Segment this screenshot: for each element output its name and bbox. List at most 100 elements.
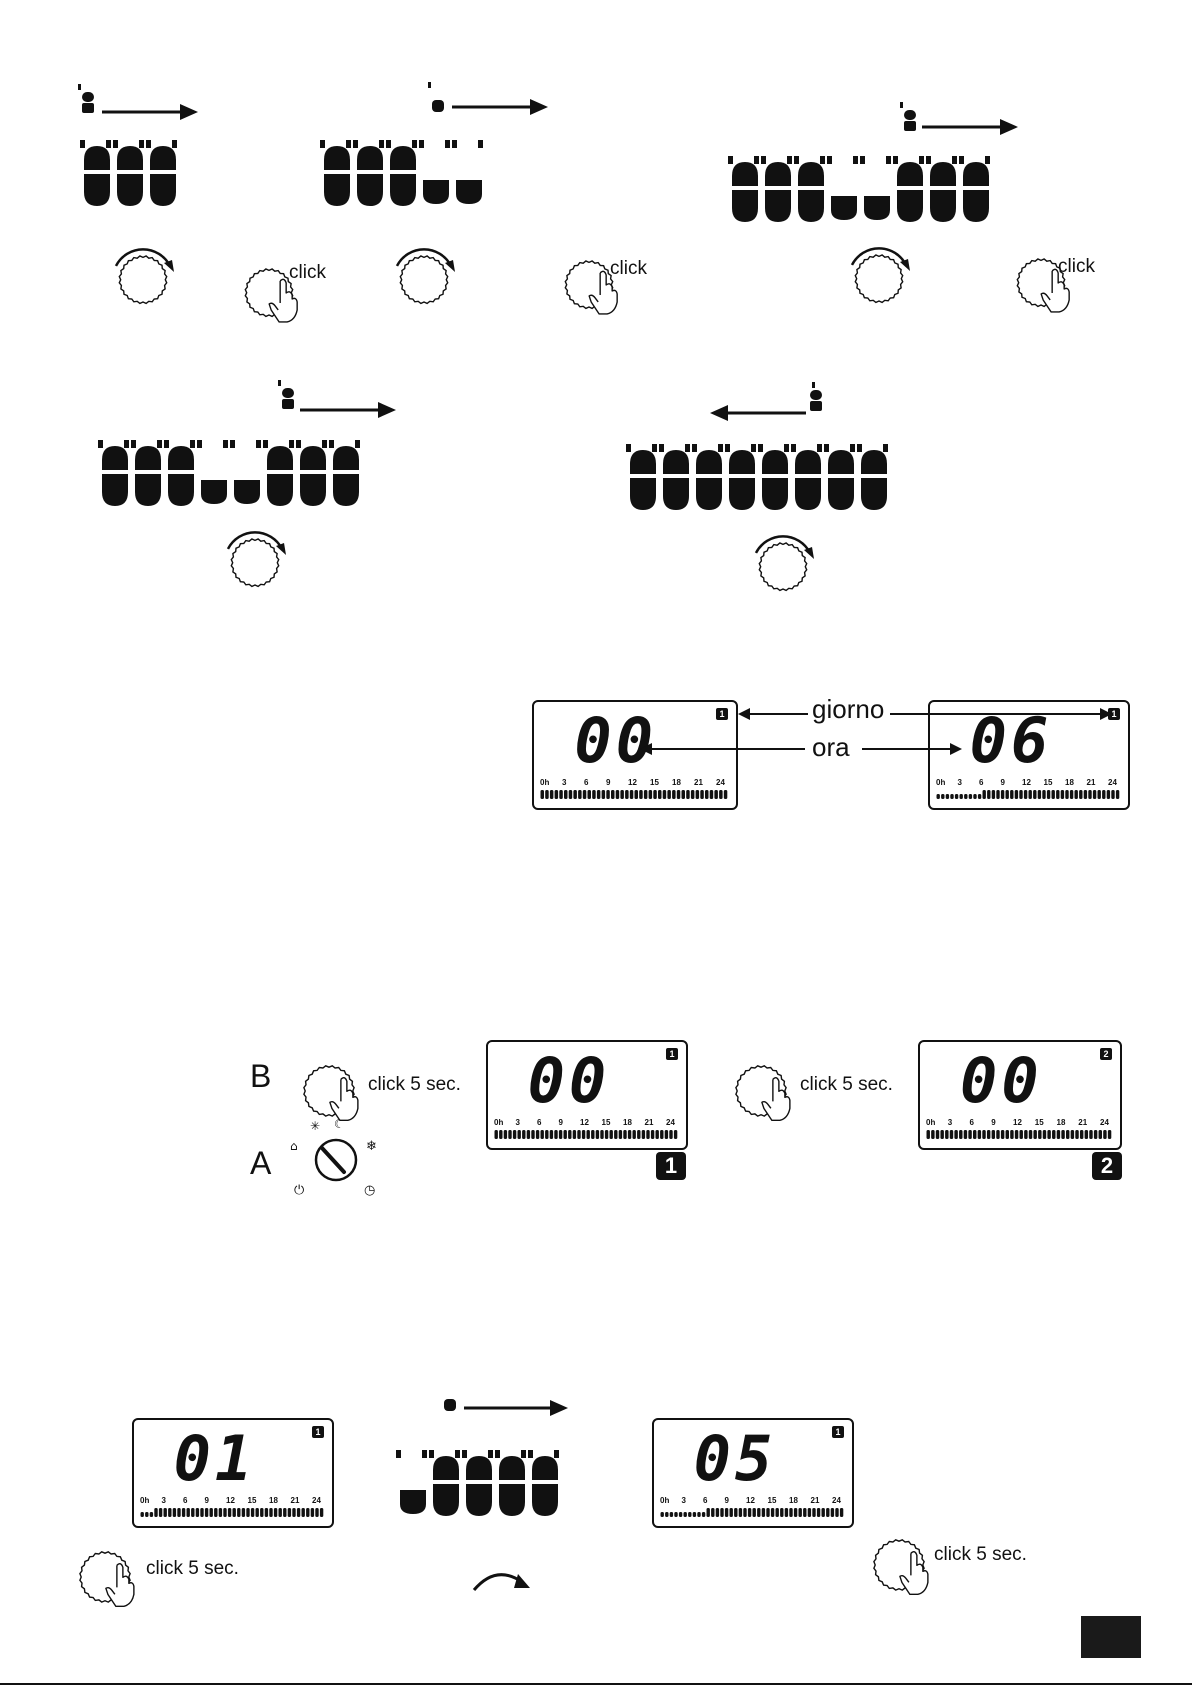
hour-tick-label: 6 <box>970 1118 974 1127</box>
hour-bar-segment <box>686 790 690 799</box>
rotate-knob-icon[interactable] <box>752 532 814 594</box>
hour-bar-segment <box>1080 1130 1083 1139</box>
hand-press-knob-icon[interactable] <box>72 1540 138 1606</box>
hour-bar-segment <box>973 794 976 799</box>
hour-bar-segment <box>306 1508 309 1517</box>
click-label: click <box>289 262 326 284</box>
hour-bar-segment <box>978 1130 981 1139</box>
day-indicator: 2 <box>1100 1048 1112 1060</box>
segment-row-2 <box>322 140 522 212</box>
rotate-knob-icon[interactable] <box>393 245 455 307</box>
hour-bar-segment <box>940 1130 943 1139</box>
segment-column <box>926 156 957 222</box>
segment-column <box>329 440 360 506</box>
hour-tick-label: 0h <box>660 1496 669 1505</box>
hour-bar-segment <box>233 1508 236 1517</box>
hour-bar-segment <box>265 1508 268 1517</box>
segment-column <box>429 1450 460 1516</box>
svg-text:◷: ◷ <box>364 1183 375 1198</box>
hour-ticks: 0h3691215182124 <box>660 1496 846 1506</box>
segment-column <box>659 444 690 510</box>
hour-bar-segment <box>269 1508 272 1517</box>
hour-bar-segment <box>545 1130 548 1139</box>
giorno-arrow-left <box>738 706 808 722</box>
hour-tick-label: 12 <box>1022 778 1031 787</box>
hour-bar-segment <box>679 1512 682 1517</box>
hour-tick-label: 21 <box>811 1496 820 1505</box>
hour-bar-segment <box>711 1508 714 1517</box>
hour-bar-segment <box>242 1508 245 1517</box>
hour-tick-label: 18 <box>623 1118 632 1127</box>
hour-tick-label: 21 <box>291 1496 300 1505</box>
hand-press-knob-icon[interactable] <box>866 1528 932 1594</box>
hour-bar-segment <box>691 790 695 799</box>
hour-tick-label: 24 <box>312 1496 321 1505</box>
hour-bar-segment <box>1033 790 1036 799</box>
hour-bar-segment <box>799 1508 802 1517</box>
rotate-knob-icon[interactable] <box>848 244 910 306</box>
segment-column <box>728 156 759 222</box>
hour-bar-segment <box>150 1512 153 1517</box>
hour-bar-segment <box>992 1130 995 1139</box>
hour-bar-segment <box>705 790 709 799</box>
hour-bar-segment <box>1070 790 1073 799</box>
hour-bar-segment <box>619 1130 622 1139</box>
rotate-knob-icon[interactable] <box>224 528 286 590</box>
hour-bar-segment <box>518 1130 521 1139</box>
rotate-knob-icon[interactable] <box>112 245 174 307</box>
hour-bar-segment <box>320 1508 323 1517</box>
hour-bar-segment <box>743 1508 746 1517</box>
hour-bar-segment <box>311 1508 314 1517</box>
hour-bar-segment <box>672 790 676 799</box>
hour-bar-segment <box>587 1130 590 1139</box>
hour-bar-segment <box>1108 1130 1111 1139</box>
hour-bar-segment <box>757 1508 760 1517</box>
segment-row-3 <box>730 156 1030 228</box>
hour-bar-segment <box>527 1130 530 1139</box>
hand-press-knob-icon[interactable] <box>296 1054 362 1120</box>
page-corner-marker <box>1081 1616 1141 1658</box>
hour-bar-segment <box>1111 790 1114 799</box>
hour-bar-segment <box>541 1130 544 1139</box>
hour-bar-segment <box>536 1130 539 1139</box>
hour-bar-segment <box>936 1130 939 1139</box>
hour-bar-segment <box>508 1130 511 1139</box>
hour-bar-segment <box>1075 790 1078 799</box>
lcd-screen-bottom-right: 0510h3691215182124 <box>652 1418 854 1528</box>
segment-column <box>263 440 294 506</box>
hour-bar-segment <box>1079 790 1082 799</box>
hour-bar-segment <box>983 790 986 799</box>
hour-bar-segment <box>541 790 545 799</box>
hour-bar-segment <box>840 1508 843 1517</box>
hour-bar-segment <box>173 1508 176 1517</box>
hour-bar-segment <box>620 790 624 799</box>
hour-tick-label: 15 <box>650 778 659 787</box>
hour-tick-label: 24 <box>716 778 725 787</box>
segment-indicator-icon <box>440 1395 460 1431</box>
click-label: click <box>1058 256 1095 278</box>
hour-tick-label: 0h <box>936 778 945 787</box>
hour-bar-segment <box>602 790 606 799</box>
hour-bar-segment <box>1094 1130 1097 1139</box>
hour-bar-segment <box>1098 790 1101 799</box>
segment-column <box>626 444 657 510</box>
hour-bar-segment <box>710 790 714 799</box>
hour-tick-label: 12 <box>226 1496 235 1505</box>
hour-tick-label: 9 <box>1001 778 1005 787</box>
mode-selector-icon[interactable]: ✳ ☾ ⌂ ❄ ⏻ ◷ <box>290 1118 382 1198</box>
hour-tick-label: 0h <box>926 1118 935 1127</box>
hour-digits: 01 <box>174 1428 257 1490</box>
hour-bar-segment <box>1099 1130 1102 1139</box>
hour-bar-segment <box>1088 790 1091 799</box>
hour-tick-label: 15 <box>602 1118 611 1127</box>
segment-column <box>794 156 825 222</box>
segment-column <box>761 156 792 222</box>
segment-column <box>824 444 855 510</box>
hour-digits: 00 <box>528 1050 611 1112</box>
hand-press-knob-icon[interactable] <box>728 1054 794 1120</box>
hour-bar-segment <box>946 794 949 799</box>
svg-text:❄: ❄ <box>366 1139 377 1154</box>
hour-bar-segment <box>223 1508 226 1517</box>
hour-bar-segment <box>1010 790 1013 799</box>
